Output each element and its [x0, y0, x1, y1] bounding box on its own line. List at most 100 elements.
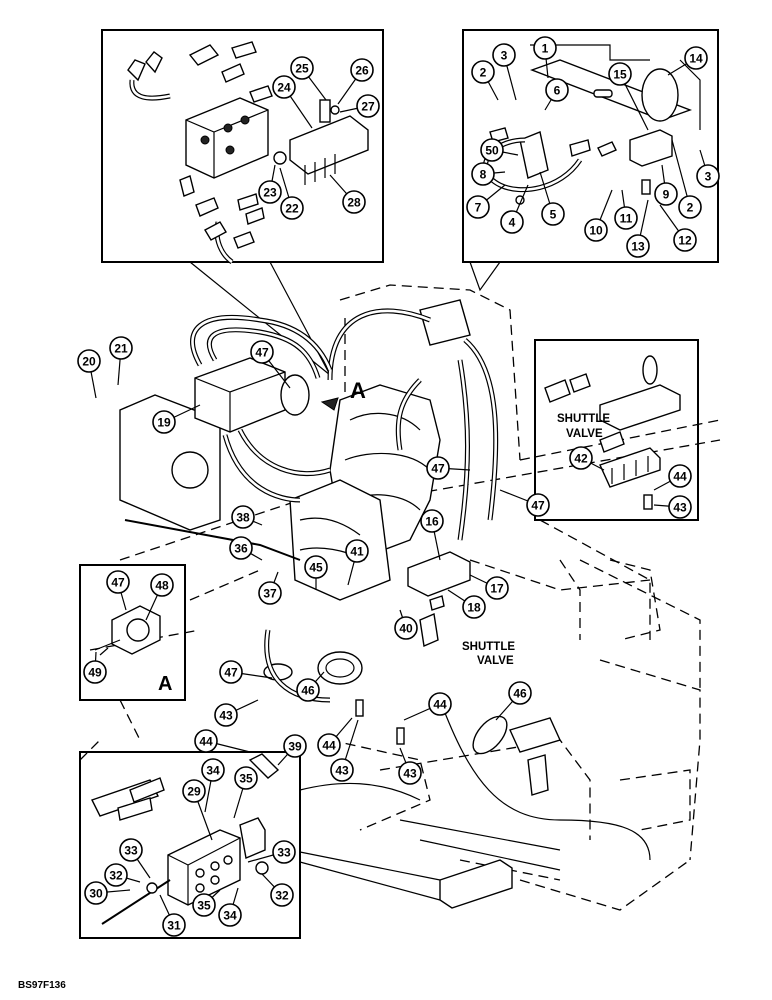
callout-number: 6	[554, 84, 561, 98]
shuttle-valve-label-1b: VALVE	[566, 428, 603, 440]
callout-43: 43	[398, 761, 422, 785]
callout-number: 14	[689, 52, 703, 66]
callout-14: 14	[684, 46, 708, 70]
callout-37: 37	[258, 581, 282, 605]
callout-43: 43	[214, 703, 238, 727]
callout-circle	[258, 581, 282, 605]
callout-circle	[283, 734, 307, 758]
callout-number: 32	[275, 889, 289, 903]
callout-number: 41	[350, 545, 364, 559]
callout-circle	[84, 881, 108, 905]
callout-28: 28	[342, 190, 366, 214]
view-marker-label: A	[350, 378, 366, 403]
callout-circle	[398, 761, 422, 785]
callout-circle	[584, 218, 608, 242]
callout-number: 30	[89, 887, 103, 901]
callout-circle	[162, 913, 186, 937]
callout-number: 49	[88, 666, 102, 680]
callout-15: 15	[608, 62, 632, 86]
callout-circle	[83, 660, 107, 684]
callout-circle	[280, 196, 304, 220]
callout-circle	[330, 758, 354, 782]
callout-number: 46	[301, 684, 315, 698]
callout-number: 48	[155, 579, 169, 593]
callout-circle	[296, 678, 320, 702]
callout-circle	[492, 43, 516, 67]
callout-circle	[290, 56, 314, 80]
callout-number: 23	[263, 186, 277, 200]
callout-19: 19	[152, 410, 176, 434]
callout-35: 35	[234, 766, 258, 790]
callout-47: 47	[426, 456, 450, 480]
callout-number: 21	[114, 342, 128, 356]
callout-2: 2	[678, 195, 702, 219]
callout-circle	[420, 509, 444, 533]
callout-circle	[218, 903, 242, 927]
callout-circle	[696, 164, 720, 188]
shuttle-valve-label-1a: SHUTTLE	[557, 413, 610, 425]
callout-circle	[317, 733, 341, 757]
callout-33: 33	[272, 840, 296, 864]
callout-30: 30	[84, 881, 108, 905]
callout-circle	[654, 182, 678, 206]
gear-pump	[289, 479, 391, 601]
callout-circle	[229, 536, 253, 560]
callout-40: 40	[394, 616, 418, 640]
callout-number: 33	[124, 844, 138, 858]
inset-top-right-accumulator	[462, 29, 719, 292]
callout-46: 46	[296, 678, 320, 702]
callout-circle	[480, 138, 504, 162]
mounting-bracket	[289, 115, 369, 175]
callout-47: 47	[219, 660, 243, 684]
callout-3: 3	[492, 43, 516, 67]
inset-top-left-valve-block	[101, 29, 384, 376]
machine-outline	[79, 284, 721, 911]
callout-circle	[342, 190, 366, 214]
callout-29: 29	[182, 779, 206, 803]
callout-number: 36	[234, 542, 248, 556]
callout-number: 1	[542, 42, 549, 56]
callout-number: 43	[403, 767, 417, 781]
relief-valve-manifold	[167, 829, 241, 906]
callout-number: 40	[399, 622, 413, 636]
callout-circle	[356, 94, 380, 118]
shuttle-valve-label-2b: VALVE	[477, 655, 514, 667]
mounting-plate	[119, 394, 221, 531]
callout-number: 7	[475, 201, 482, 215]
callout-circle	[231, 505, 255, 529]
callout-32: 32	[270, 883, 294, 907]
callout-circle	[626, 234, 650, 258]
accumulator-manifold	[629, 129, 673, 167]
callout-circle	[462, 595, 486, 619]
upper-valve	[419, 299, 471, 346]
callout-number: 9	[663, 188, 670, 202]
remote-manifold	[439, 859, 513, 909]
callout-11: 11	[614, 206, 638, 230]
callout-circle	[119, 838, 143, 862]
callout-number: 17	[490, 582, 504, 596]
callout-number: 11	[620, 212, 633, 226]
callout-number: 33	[277, 846, 291, 860]
callout-number: 29	[187, 785, 201, 799]
callout-circle	[428, 692, 452, 716]
callout-circle	[673, 228, 697, 252]
callout-2: 2	[471, 60, 495, 84]
callout-circle	[150, 573, 174, 597]
callout-number: 34	[223, 909, 237, 923]
callout-circle	[569, 446, 593, 470]
callout-13: 13	[626, 234, 650, 258]
callout-circle	[541, 202, 565, 226]
accumulator	[641, 68, 679, 122]
callout-circle	[684, 46, 708, 70]
callout-18: 18	[462, 595, 486, 619]
inset-frame	[534, 339, 699, 521]
callout-44: 44	[194, 729, 218, 753]
callout-number: 43	[335, 764, 349, 778]
callout-number: 44	[199, 735, 213, 749]
callout-27: 27	[356, 94, 380, 118]
callout-circle	[192, 893, 216, 917]
callout-number: 35	[197, 899, 211, 913]
callout-36: 36	[229, 536, 253, 560]
main-pump-assembly	[289, 299, 499, 647]
callout-43: 43	[330, 758, 354, 782]
